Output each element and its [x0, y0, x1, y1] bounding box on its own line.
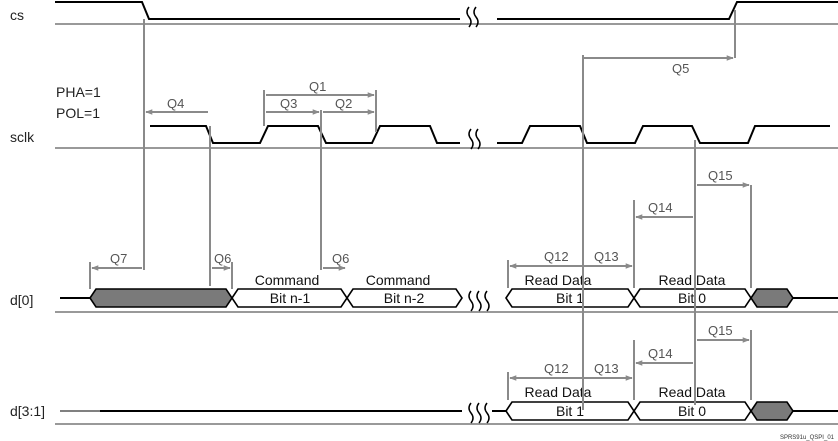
break-symbols — [466, 6, 490, 424]
q14a-label: Q14 — [648, 200, 673, 215]
q15a-label: Q15 — [708, 168, 733, 183]
d31-bus — [60, 401, 838, 421]
d31-rd0-top: Read Data — [659, 384, 726, 400]
q6b-label: Q6 — [332, 251, 349, 266]
q6a-label: Q6 — [214, 251, 231, 266]
d31-label: d[3:1] — [10, 403, 45, 419]
d0-rd0-top: Read Data — [659, 272, 726, 288]
q13b-label: Q13 — [594, 361, 619, 376]
q2-label: Q2 — [335, 96, 352, 111]
d31-segment-end — [750, 401, 794, 421]
d0-bus — [60, 288, 838, 308]
sclk-waveform — [150, 125, 830, 144]
d0-rd1-top: Read Data — [525, 272, 592, 288]
cs-waveform — [55, 0, 838, 20]
d0-rd0-bot: Bit 0 — [678, 290, 706, 306]
sclk-label: sclk — [10, 129, 35, 145]
q3-label: Q3 — [280, 96, 297, 111]
d0-cmd1-bot: Bit n-1 — [270, 290, 311, 306]
reference-lines — [89, 10, 752, 410]
d31-rd0-bot: Bit 0 — [678, 403, 706, 419]
q15b-label: Q15 — [708, 323, 733, 338]
q14b-label: Q14 — [648, 346, 673, 361]
pha-label: PHA=1 — [56, 84, 101, 100]
figure-id: SPRS91u_QSPI_01 — [780, 435, 835, 441]
baselines — [55, 23, 838, 425]
q12b-label: Q12 — [544, 361, 569, 376]
d0-cmd2-top: Command — [366, 272, 431, 288]
d0-segment-drive — [89, 288, 233, 308]
q7-label: Q7 — [110, 251, 127, 266]
d31-rd1-top: Read Data — [525, 384, 592, 400]
d0-label: d[0] — [10, 292, 33, 308]
q4-label: Q4 — [167, 96, 184, 111]
d0-cmd1-top: Command — [255, 272, 320, 288]
pol-label: POL=1 — [56, 105, 100, 121]
q1-label: Q1 — [309, 79, 326, 94]
d31-rd1-bot: Bit 1 — [556, 403, 584, 419]
q13a-label: Q13 — [594, 249, 619, 264]
d0-cmd2-bot: Bit n-2 — [384, 290, 425, 306]
q5-label: Q5 — [672, 61, 689, 76]
d0-segment-cmd-n2 — [346, 288, 463, 308]
d0-rd1-bot: Bit 1 — [556, 290, 584, 306]
d0-segment-end — [750, 288, 794, 308]
timing-arrows — [91, 55, 750, 381]
cs-label: cs — [10, 7, 24, 23]
q12a-label: Q12 — [544, 249, 569, 264]
